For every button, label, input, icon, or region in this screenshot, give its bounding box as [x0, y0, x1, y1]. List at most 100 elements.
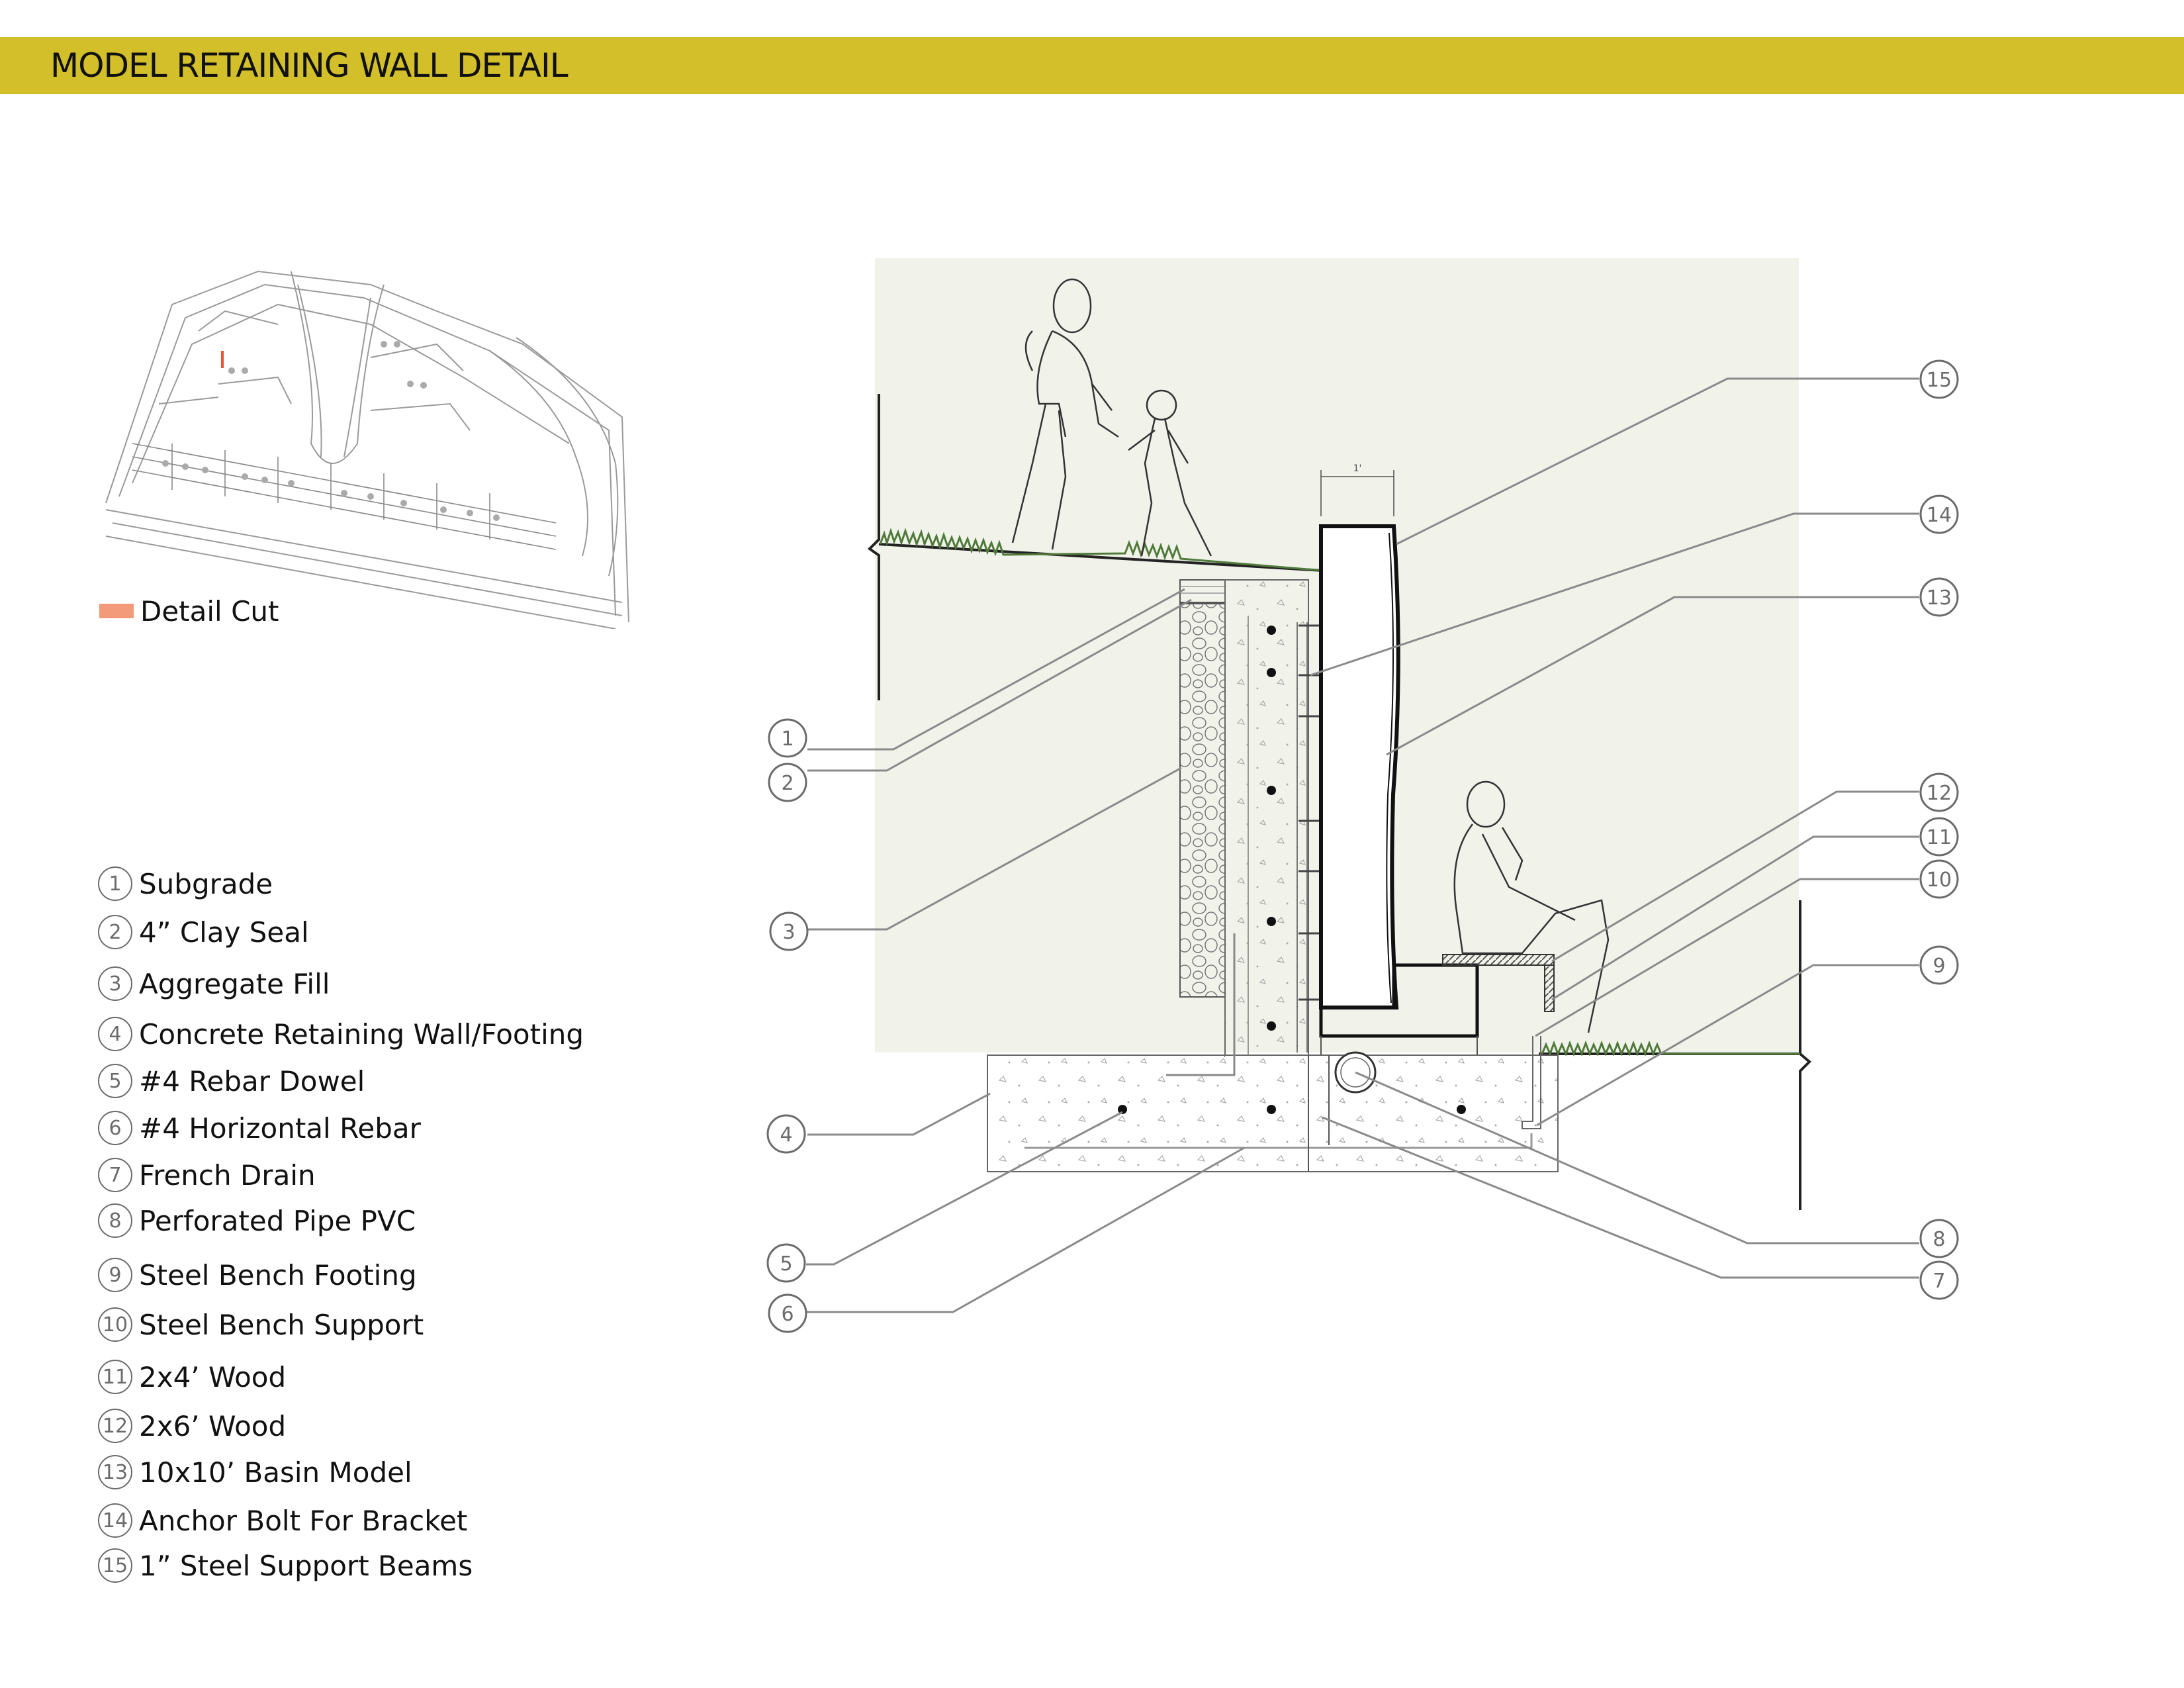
- legend-number: 2: [98, 915, 132, 949]
- legend-item: 10 Steel Bench Support: [98, 1305, 424, 1344]
- legend-number: 6: [98, 1111, 132, 1145]
- legend-label: 10x10’ Basin Model: [139, 1456, 412, 1489]
- callout-14: 14: [1919, 494, 1959, 534]
- svg-text:1: 1: [781, 727, 794, 751]
- svg-text:4: 4: [780, 1123, 792, 1147]
- figure-child-walking: [1128, 389, 1212, 557]
- detail-cut-swatch: [99, 604, 134, 618]
- leader-line-13: [1386, 596, 1919, 756]
- legend-item: 14 Anchor Bolt For Bracket: [98, 1501, 467, 1540]
- legend-number: 15: [98, 1548, 132, 1583]
- title-banner: MODEL RETAINING WALL DETAIL: [0, 37, 2184, 94]
- legend-item: 13 10x10’ Basin Model: [98, 1452, 412, 1492]
- legend-number: 12: [98, 1409, 132, 1443]
- legend-label: 2x6’ Wood: [139, 1409, 287, 1442]
- callout-6: 6: [768, 1293, 807, 1333]
- legend-label: 4” Clay Seal: [139, 915, 309, 949]
- legend-label: Subgrade: [139, 867, 273, 900]
- rebar-dowel: [1166, 933, 1236, 1076]
- legend-number: 10: [98, 1307, 132, 1342]
- legend-item: 4 Concrete Retaining Wall/Footing: [98, 1014, 584, 1054]
- legend-item: 12 2x6’ Wood: [98, 1406, 286, 1446]
- leader-line-15: [1396, 377, 1919, 545]
- svg-text:5: 5: [780, 1252, 792, 1276]
- svg-text:10: 10: [1927, 868, 1952, 892]
- legend-item: 8 Perforated Pipe PVC: [98, 1201, 416, 1241]
- legend-label: Perforated Pipe PVC: [139, 1204, 416, 1237]
- legend-item: 7 French Drain: [98, 1155, 316, 1195]
- wood-2x6: [1442, 954, 1555, 966]
- leader-line-3: [807, 767, 1182, 931]
- svg-text:11: 11: [1927, 826, 1952, 849]
- legend-label: French Drain: [139, 1158, 316, 1192]
- legend-label: Anchor Bolt For Bracket: [139, 1504, 468, 1537]
- svg-text:8: 8: [1933, 1228, 1945, 1251]
- leader-line-4: [807, 1092, 991, 1136]
- legend-item: 15 1” Steel Support Beams: [98, 1546, 473, 1585]
- dimension-label: 1': [1353, 463, 1362, 474]
- leader-line-8: [1355, 1071, 1919, 1244]
- legend-item: 11 2x4’ Wood: [98, 1357, 286, 1397]
- svg-text:13: 13: [1927, 586, 1952, 610]
- callout-5: 5: [766, 1243, 806, 1283]
- steel-bench-footing: [1522, 1036, 1541, 1129]
- legend-item: 1 Subgrade: [98, 864, 273, 904]
- leader-line-6: [806, 1147, 1245, 1313]
- legend-label: Aggregate Fill: [139, 967, 330, 1000]
- svg-text:15: 15: [1927, 369, 1952, 392]
- legend-label: 1” Steel Support Beams: [139, 1549, 473, 1582]
- legend-label: #4 Horizontal Rebar: [139, 1111, 421, 1145]
- leader-line-10: [1535, 878, 1919, 1037]
- svg-text:9: 9: [1933, 955, 1945, 978]
- legend-item: 9 Steel Bench Footing: [98, 1255, 417, 1295]
- callout-3: 3: [769, 912, 809, 951]
- svg-text:3: 3: [782, 921, 795, 944]
- legend-label: #4 Rebar Dowel: [139, 1064, 365, 1098]
- callout-1: 1: [768, 718, 807, 758]
- callout-2: 2: [768, 763, 807, 802]
- legend-number: 8: [98, 1203, 132, 1238]
- horizontal-rebar-line: [1024, 1133, 1533, 1149]
- legend-number: 3: [98, 966, 132, 1001]
- legend-label: Concrete Retaining Wall/Footing: [139, 1017, 584, 1051]
- legend-item: 5 #4 Rebar Dowel: [98, 1061, 365, 1101]
- leader-line-2: [807, 598, 1192, 772]
- legend-item: 3 Aggregate Fill: [98, 964, 330, 1004]
- callout-15: 15: [1919, 359, 1959, 399]
- legend-item: 6 #4 Horizontal Rebar: [98, 1108, 421, 1148]
- legend-label: Steel Bench Footing: [139, 1258, 417, 1291]
- upper-grass: [879, 528, 1324, 572]
- legend-number: 9: [98, 1258, 132, 1292]
- callout-8: 8: [1919, 1219, 1959, 1258]
- svg-text:12: 12: [1927, 782, 1952, 805]
- legend-label: Steel Bench Support: [139, 1308, 424, 1341]
- detail-cut-label: Detail Cut: [140, 594, 279, 628]
- french-drain: [1308, 1055, 1330, 1172]
- legend-number: 13: [98, 1455, 132, 1489]
- callout-7: 7: [1919, 1260, 1959, 1300]
- upper-grade-line: [867, 394, 880, 700]
- concrete-stem-wall: [1224, 579, 1309, 1057]
- aggregate-fill: [1179, 603, 1226, 998]
- wood-2x4: [1544, 964, 1555, 1012]
- page-title: MODEL RETAINING WALL DETAIL: [50, 46, 569, 85]
- callout-4: 4: [766, 1114, 806, 1154]
- svg-text:14: 14: [1927, 504, 1952, 527]
- callout-11: 11: [1919, 817, 1959, 857]
- svg-text:7: 7: [1933, 1270, 1945, 1293]
- figure-adult-walking: [1011, 278, 1119, 550]
- dimension-line: [1320, 470, 1394, 516]
- leader-line-1: [807, 588, 1185, 751]
- legend-item: 2 4” Clay Seal: [98, 912, 309, 952]
- legend-number: 14: [98, 1503, 132, 1538]
- svg-text:2: 2: [781, 772, 794, 795]
- leader-line-7: [1322, 1116, 1919, 1279]
- perforated-pipe: [1334, 1051, 1377, 1094]
- callout-13: 13: [1919, 577, 1959, 617]
- leader-line-9: [1536, 964, 1919, 1127]
- callout-12: 12: [1919, 773, 1959, 812]
- basin-model: [1319, 524, 1400, 1009]
- callout-10: 10: [1919, 859, 1959, 899]
- callout-9: 9: [1919, 945, 1959, 985]
